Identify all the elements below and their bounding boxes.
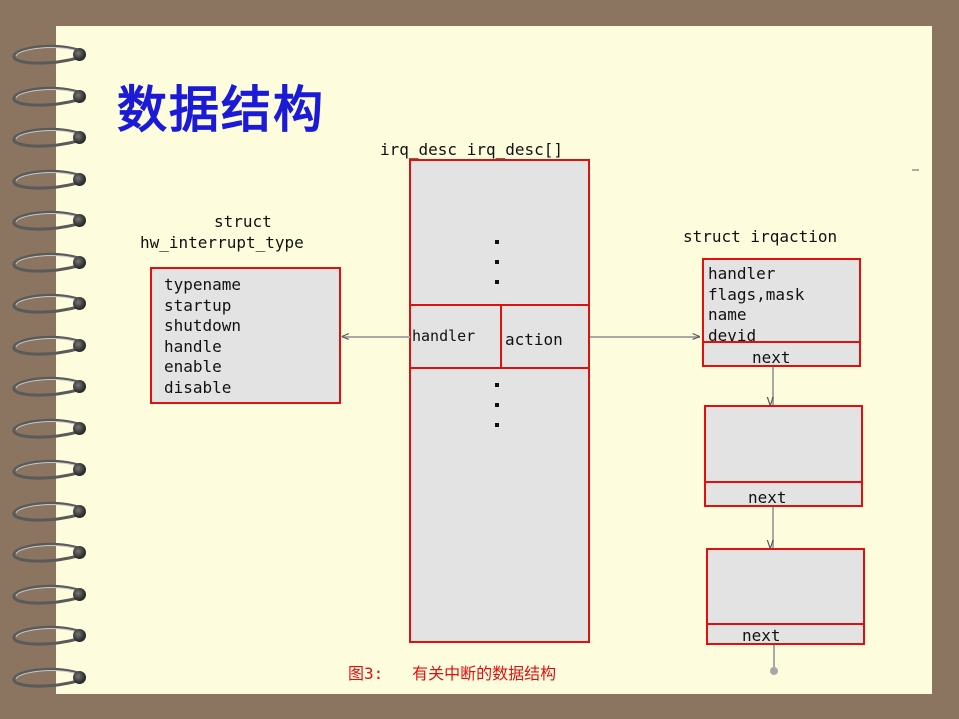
hw-field: enable	[164, 357, 222, 376]
binding-hole	[73, 587, 86, 601]
hw-field: typename	[164, 275, 242, 294]
irq-desc-array	[409, 159, 590, 643]
binding-hole	[73, 131, 86, 144]
irqaction-node	[702, 258, 861, 367]
ellipsis-dot	[495, 240, 499, 244]
null-connector	[773, 645, 775, 669]
binding-coil	[12, 335, 78, 356]
ellipsis-dot	[495, 403, 499, 407]
ellipsis-dot	[495, 383, 499, 387]
irqaction-node	[706, 548, 865, 645]
node-next-divider	[706, 623, 865, 625]
irq-desc-action-cell: action	[505, 330, 563, 349]
next-pointer-label: next	[748, 488, 787, 507]
ellipsis-dot	[495, 423, 499, 427]
left-arrowhead: <	[341, 329, 350, 345]
binding-coil	[12, 625, 78, 646]
binding-coil	[12, 210, 78, 231]
irqaction-node	[704, 405, 863, 507]
binding-coil	[12, 293, 78, 314]
null-terminator	[770, 667, 778, 675]
binding-coil	[12, 459, 78, 480]
right-arrowhead: >	[692, 329, 701, 345]
next-connector	[772, 507, 774, 549]
ellipsis-dot	[495, 280, 499, 284]
binding-hole	[73, 338, 86, 352]
binding-coil	[12, 169, 78, 190]
irqaction-label: struct irqaction	[683, 227, 838, 246]
margin-mark	[912, 169, 919, 171]
binding-coil	[12, 501, 78, 522]
figure-caption: 图3: 有关中断的数据结构	[348, 664, 557, 683]
binding-hole	[73, 504, 86, 518]
irq-desc-handler-cell: handler	[412, 327, 476, 345]
node-next-divider	[702, 341, 861, 343]
binding-hole	[73, 629, 86, 642]
irqaction-field: flags,mask	[708, 284, 805, 304]
irq-desc-cell-divider	[500, 304, 502, 368]
binding-coil	[12, 127, 78, 148]
binding-coil	[12, 667, 78, 688]
binding-hole	[73, 255, 86, 269]
binding-hole	[73, 463, 86, 476]
binding-hole	[73, 214, 86, 227]
binding-hole	[73, 297, 86, 310]
irq-desc-row-bottom-divider	[409, 367, 590, 369]
ellipsis-dot	[495, 260, 499, 264]
binding-hole	[73, 670, 86, 684]
next-pointer-label: next	[752, 348, 791, 367]
node-next-divider	[704, 481, 863, 483]
hw-field: shutdown	[164, 316, 242, 335]
action-connector	[590, 336, 700, 338]
irqaction-field: name	[708, 305, 747, 324]
next-connector	[772, 367, 774, 405]
irq-desc-label: irq_desc irq_desc[]	[380, 140, 564, 159]
binding-coil	[12, 418, 78, 439]
hw-field: disable	[164, 377, 232, 397]
binding-coil	[12, 252, 78, 273]
binding-hole	[73, 380, 86, 393]
handler-connector	[343, 336, 410, 338]
hw-field: startup	[164, 295, 232, 315]
hw-interrupt-type-box	[150, 267, 341, 404]
binding-coil	[12, 86, 78, 107]
next-pointer-label: next	[742, 626, 781, 645]
irqaction-field: devid	[708, 325, 757, 345]
slide-title: 数据结构	[117, 80, 325, 139]
binding-coil	[12, 44, 78, 65]
binding-hole	[73, 546, 86, 559]
binding-hole	[73, 48, 86, 61]
hw-struct-name: hw_interrupt_type	[140, 233, 304, 252]
binding-hole	[73, 421, 86, 435]
irqaction-field: handler	[708, 264, 776, 283]
binding-coil	[12, 542, 78, 563]
hw-field: handle	[164, 336, 222, 356]
down-arrowhead: v	[766, 393, 775, 409]
down-arrowhead: v	[766, 536, 775, 552]
binding-hole	[73, 89, 86, 103]
binding-coil	[12, 376, 78, 397]
binding-hole	[73, 172, 86, 186]
irq-desc-row-top-divider	[409, 304, 590, 306]
binding-coil	[12, 584, 78, 605]
hw-struct-keyword: struct	[214, 212, 272, 231]
